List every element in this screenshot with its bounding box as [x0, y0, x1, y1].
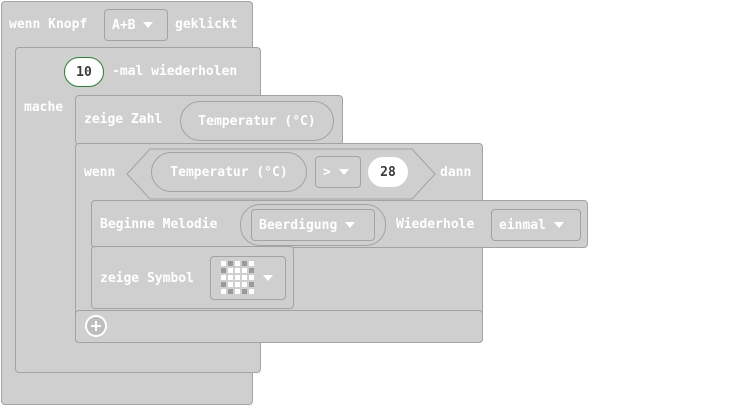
repeat-label: -mal wiederholen [112, 64, 238, 79]
led-cell [228, 275, 233, 280]
melody-reporter[interactable]: Beerdigung [240, 204, 386, 246]
show-icon-block[interactable]: zeige Symbol [91, 246, 294, 309]
led-cell [221, 261, 226, 266]
chevron-down-icon [345, 222, 356, 228]
show-number-label: zeige Zahl [84, 112, 163, 127]
led-cell [221, 289, 226, 294]
led-cell [249, 275, 254, 280]
show-icon-label: zeige Symbol [100, 271, 194, 286]
led-cell [249, 289, 254, 294]
operator-value: > [323, 164, 331, 180]
start-melody-block[interactable]: Beginne Melodie Beerdigung Wiederhole ei… [91, 200, 588, 248]
melody-value: Beerdigung [259, 217, 338, 233]
repeat-count-value: 10 [76, 64, 92, 80]
melody-dropdown[interactable]: Beerdigung [251, 209, 375, 241]
led-cell [235, 275, 240, 280]
comparison-left-reporter[interactable]: Temperatur (°C) [151, 152, 307, 192]
melody-repeat-label: Wiederhole [396, 217, 475, 232]
if-block-footer [75, 310, 483, 343]
led-cell [228, 289, 233, 294]
icon-dropdown[interactable] [210, 256, 286, 300]
led-matrix-icon [221, 261, 255, 295]
plus-icon[interactable] [85, 315, 107, 337]
comparison-number-value: 28 [380, 164, 396, 180]
led-cell [242, 282, 247, 287]
start-melody-label: Beginne Melodie [100, 217, 218, 232]
then-label: dann [440, 165, 472, 180]
led-cell [235, 268, 240, 273]
led-cell [242, 268, 247, 273]
led-cell [242, 289, 247, 294]
show-number-block[interactable]: zeige Zahl Temperatur (°C) [75, 95, 343, 145]
button-dropdown[interactable]: A+B [104, 9, 168, 41]
operator-dropdown[interactable]: > [315, 156, 361, 188]
button-value: A+B [112, 17, 136, 33]
led-cell [249, 282, 254, 287]
repeat-count-input[interactable]: 10 [64, 57, 104, 87]
led-cell [235, 282, 240, 287]
chevron-down-icon [553, 222, 564, 228]
chevron-down-icon [143, 22, 154, 28]
repeat-do-label: mache [24, 100, 64, 115]
led-cell [221, 275, 226, 280]
event-prefix-label: wenn Knopf [9, 17, 88, 32]
chevron-down-icon [338, 169, 349, 175]
melody-repeat-value: einmal [499, 217, 546, 233]
led-cell [249, 261, 254, 266]
event-suffix-label: geklickt [175, 17, 238, 32]
led-cell [221, 282, 226, 287]
temperature-reporter[interactable]: Temperatur (°C) [180, 101, 334, 141]
if-label: wenn [84, 165, 116, 180]
led-cell [249, 268, 254, 273]
led-cell [228, 282, 233, 287]
led-cell [235, 261, 240, 266]
led-cell [242, 261, 247, 266]
comparison-left-label: Temperatur (°C) [170, 164, 288, 180]
led-cell [221, 268, 226, 273]
comparison-number-input[interactable]: 28 [368, 157, 408, 187]
led-cell [228, 261, 233, 266]
melody-repeat-dropdown[interactable]: einmal [491, 209, 581, 241]
temperature-reporter-label: Temperatur (°C) [198, 113, 316, 129]
chevron-down-icon [263, 275, 273, 281]
led-cell [242, 275, 247, 280]
led-cell [235, 289, 240, 294]
led-cell [228, 268, 233, 273]
